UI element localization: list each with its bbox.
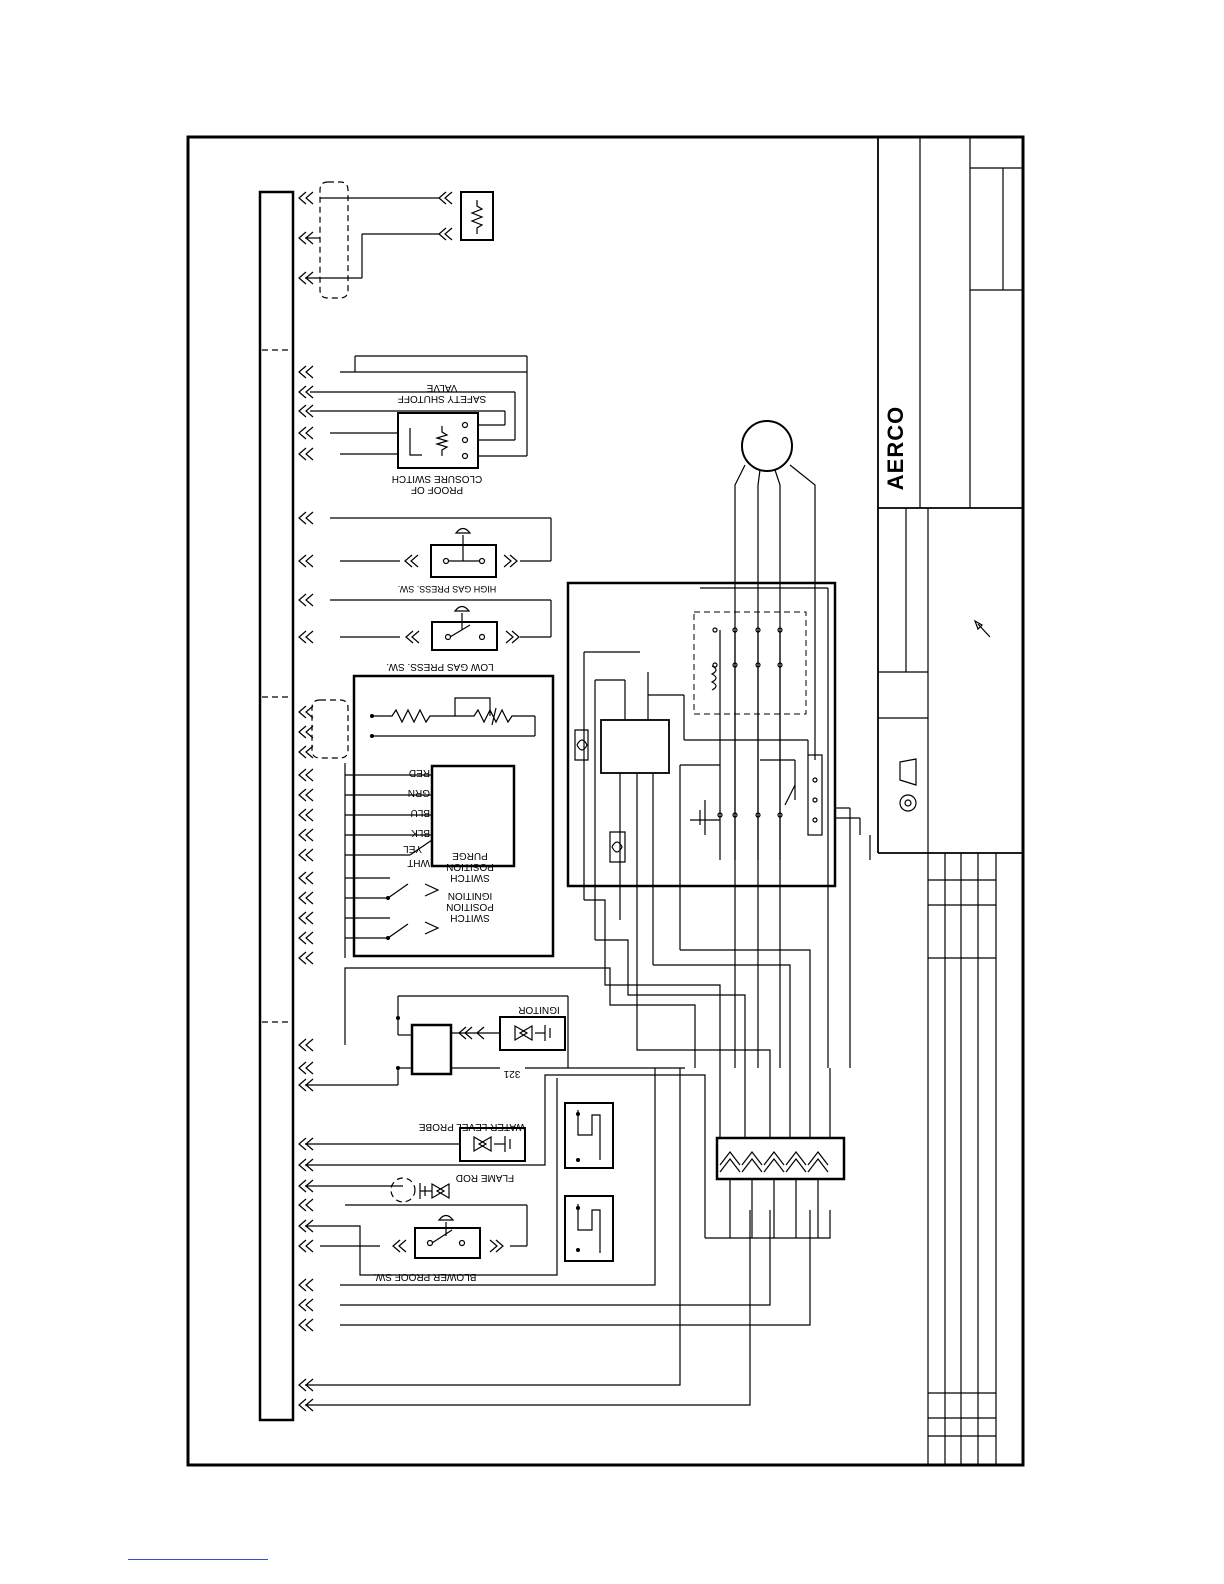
terminal-chevron <box>299 932 313 944</box>
terminal-chevron <box>299 746 313 758</box>
purge-label-2: POSITION <box>446 861 494 872</box>
blower-proof-label: BLOWER PROOF SW. <box>374 1271 477 1282</box>
terminal-chevron <box>299 1199 313 1211</box>
terminal-chevron <box>299 892 313 904</box>
flame-rod-label: FLAME ROD <box>456 1172 514 1183</box>
high-gas-pressure-switch: HIGH GAS PRESS. SW. <box>330 518 551 594</box>
terminal-chevron <box>299 512 313 524</box>
relay-upper <box>565 1103 613 1168</box>
red-wire-label: RED <box>409 767 430 778</box>
terminal-chevron <box>299 809 313 821</box>
terminal-chevron <box>299 912 313 924</box>
terminal-chevron <box>299 829 313 841</box>
ignition-label-2: POSITION <box>446 901 494 912</box>
drawing-border <box>188 137 1023 1465</box>
safety-shutoff-label-1: SAFETY SHUTOFF <box>398 393 487 404</box>
title-block <box>878 137 1023 1465</box>
high-gas-label: HIGH GAS PRESS. SW. <box>398 584 497 594</box>
terminal-chevron <box>299 1279 313 1291</box>
low-gas-pressure-switch: LOW GAS PRESS. SW. <box>330 600 551 672</box>
ignition-label-1: SWITCH <box>450 912 489 923</box>
wht-wire-label: WHT <box>407 857 430 868</box>
aerco-logo: AERCO <box>883 406 908 490</box>
terminal-chevron <box>299 427 313 439</box>
footer-link-line <box>128 1559 268 1560</box>
terminal-chevron <box>299 1062 313 1074</box>
terminal-chevron <box>299 1299 313 1311</box>
safety-shutoff-valve: SAFETY SHUTOFF VALVE PROOF OF CLOSURE SW… <box>310 356 527 495</box>
terminal-chevron <box>299 631 313 643</box>
terminal-connectors <box>299 192 313 1411</box>
terminal-chevron <box>299 1319 313 1331</box>
water-level-probe-label: WATER LEVEL PROBE <box>419 1121 526 1132</box>
terminal-chevron <box>299 706 313 718</box>
terminal-chevron <box>299 1039 313 1051</box>
terminal-chevron <box>299 1240 313 1252</box>
terminal-chevron <box>299 726 313 738</box>
terminal-chevron <box>299 849 313 861</box>
relay-lower <box>565 1196 613 1261</box>
grn-wire-label: GRN <box>408 787 430 798</box>
ignition-label-3: IGNITION <box>448 890 492 901</box>
terminal-chevron <box>299 952 313 964</box>
flame-rod: FLAME ROD <box>305 1172 514 1202</box>
terminal-chevron <box>299 594 313 606</box>
terminal-strip <box>260 192 293 1420</box>
connector-block <box>717 1138 844 1179</box>
terminal-chevron <box>299 448 313 460</box>
terminal-chevron <box>299 555 313 567</box>
blk-wire-label: BLK <box>411 827 430 838</box>
ignitor-circuit: IGNITOR 321 <box>305 996 685 1085</box>
low-gas-label: LOW GAS PRESS. SW. <box>386 661 493 672</box>
modulating-motor: RED GRN BLU BLK YEL WHT SWITCH POSITION … <box>312 676 553 958</box>
terminal-chevron <box>299 366 313 378</box>
terminal-chevron <box>299 192 313 204</box>
blower-motor <box>735 421 815 1068</box>
terminal-chevron <box>299 872 313 884</box>
ignitor-label: IGNITOR <box>518 1004 559 1015</box>
proof-of-closure-label-1: PROOF OF <box>411 484 463 495</box>
proof-of-closure-label-2: CLOSURE SWITCH <box>392 473 483 484</box>
yel-wire-label: YEL <box>403 843 422 854</box>
temperature-sensor <box>305 182 493 298</box>
logo-text: AERCO <box>883 406 908 490</box>
water-level-probe: WATER LEVEL PROBE <box>305 1121 525 1161</box>
wire-321-label: 321 <box>503 1068 520 1079</box>
terminal-chevron <box>299 789 313 801</box>
blu-wire-label: BLU <box>411 807 430 818</box>
purge-label-1: SWITCH <box>450 872 489 883</box>
purge-label-3: PURGE <box>452 850 488 861</box>
safety-shutoff-label-2: VALVE <box>426 382 457 393</box>
blower-proof-switch: BLOWER PROOF SW. <box>320 1205 527 1282</box>
terminal-chevron <box>299 769 313 781</box>
